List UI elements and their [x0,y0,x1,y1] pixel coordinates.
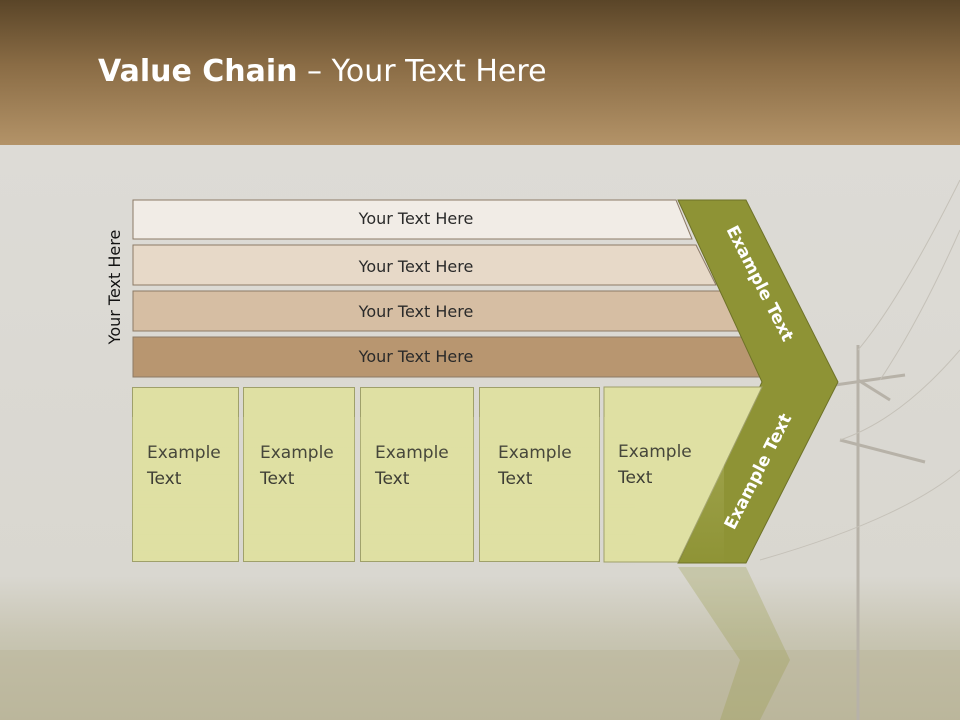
box-3-line2: Text [375,469,409,489]
title-bold: Value Chain [98,54,298,89]
box-1-line1: Example [147,443,221,463]
box-5-line1: Example [618,442,692,462]
bar-label-2: Your Text Here [358,257,474,276]
box-3-line1: Example [375,443,449,463]
header-band [0,0,960,145]
bar-label-3: Your Text Here [358,302,474,321]
power-pole-icon [834,345,926,720]
boxes-reflection [0,417,960,567]
title-rest: – Your Text Here [297,54,547,89]
box-2-line1: Example [260,443,334,463]
bar-label-1: Your Text Here [358,209,474,228]
box-4-line2: Text [498,469,532,489]
box-4-line1: Example [498,443,572,463]
bar-1 [132,199,693,240]
box-5-line2: Text [618,468,652,488]
chevron-reflection [678,567,790,720]
box-2-line2: Text [260,469,294,489]
bar-2 [132,244,717,286]
bar-label-4: Your Text Here [358,347,474,366]
box-1-line2: Text [147,469,181,489]
page-title: Value Chain – Your Text Here [98,54,547,89]
